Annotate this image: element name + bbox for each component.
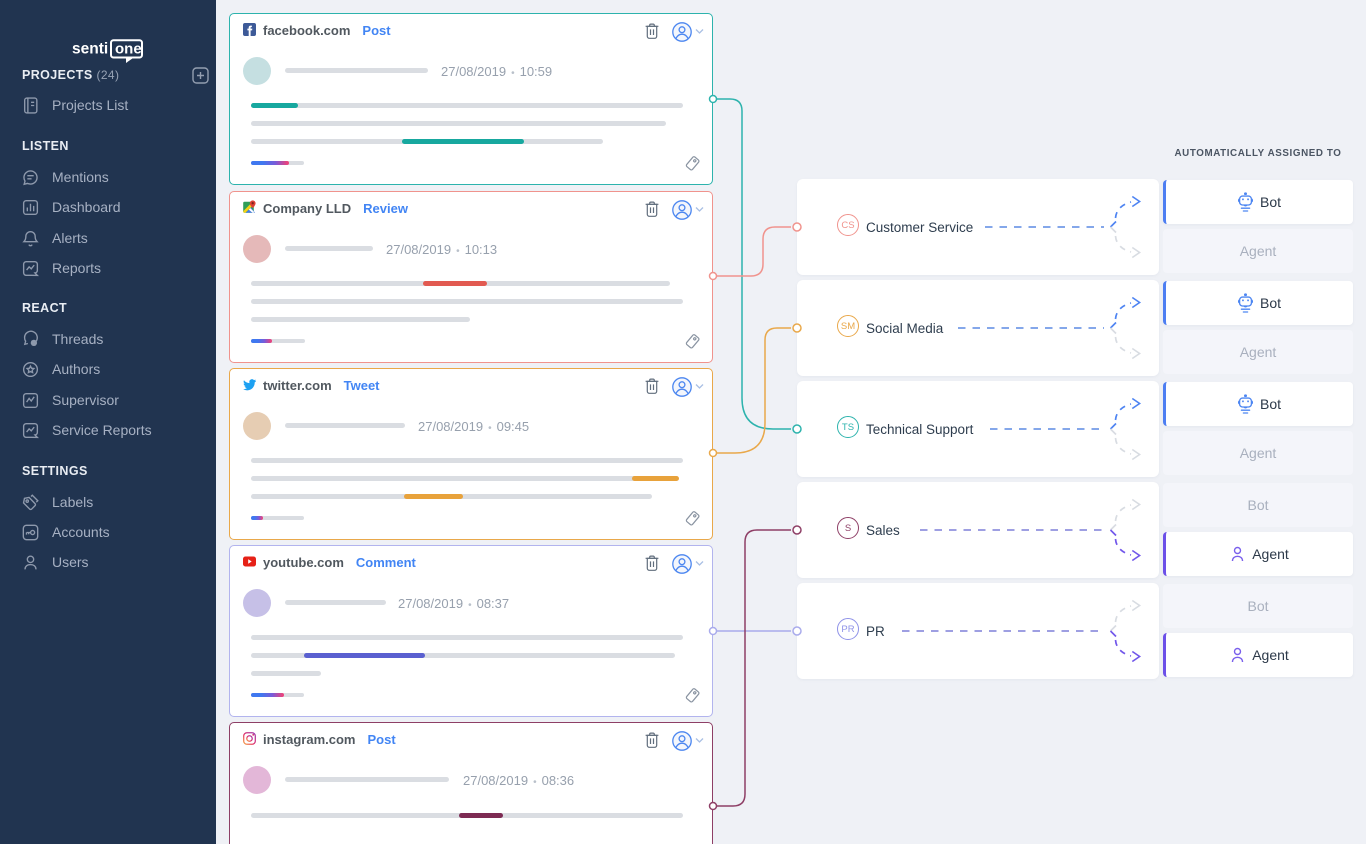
svg-text:one: one: [115, 40, 142, 57]
svg-text:senti: senti: [72, 41, 108, 58]
